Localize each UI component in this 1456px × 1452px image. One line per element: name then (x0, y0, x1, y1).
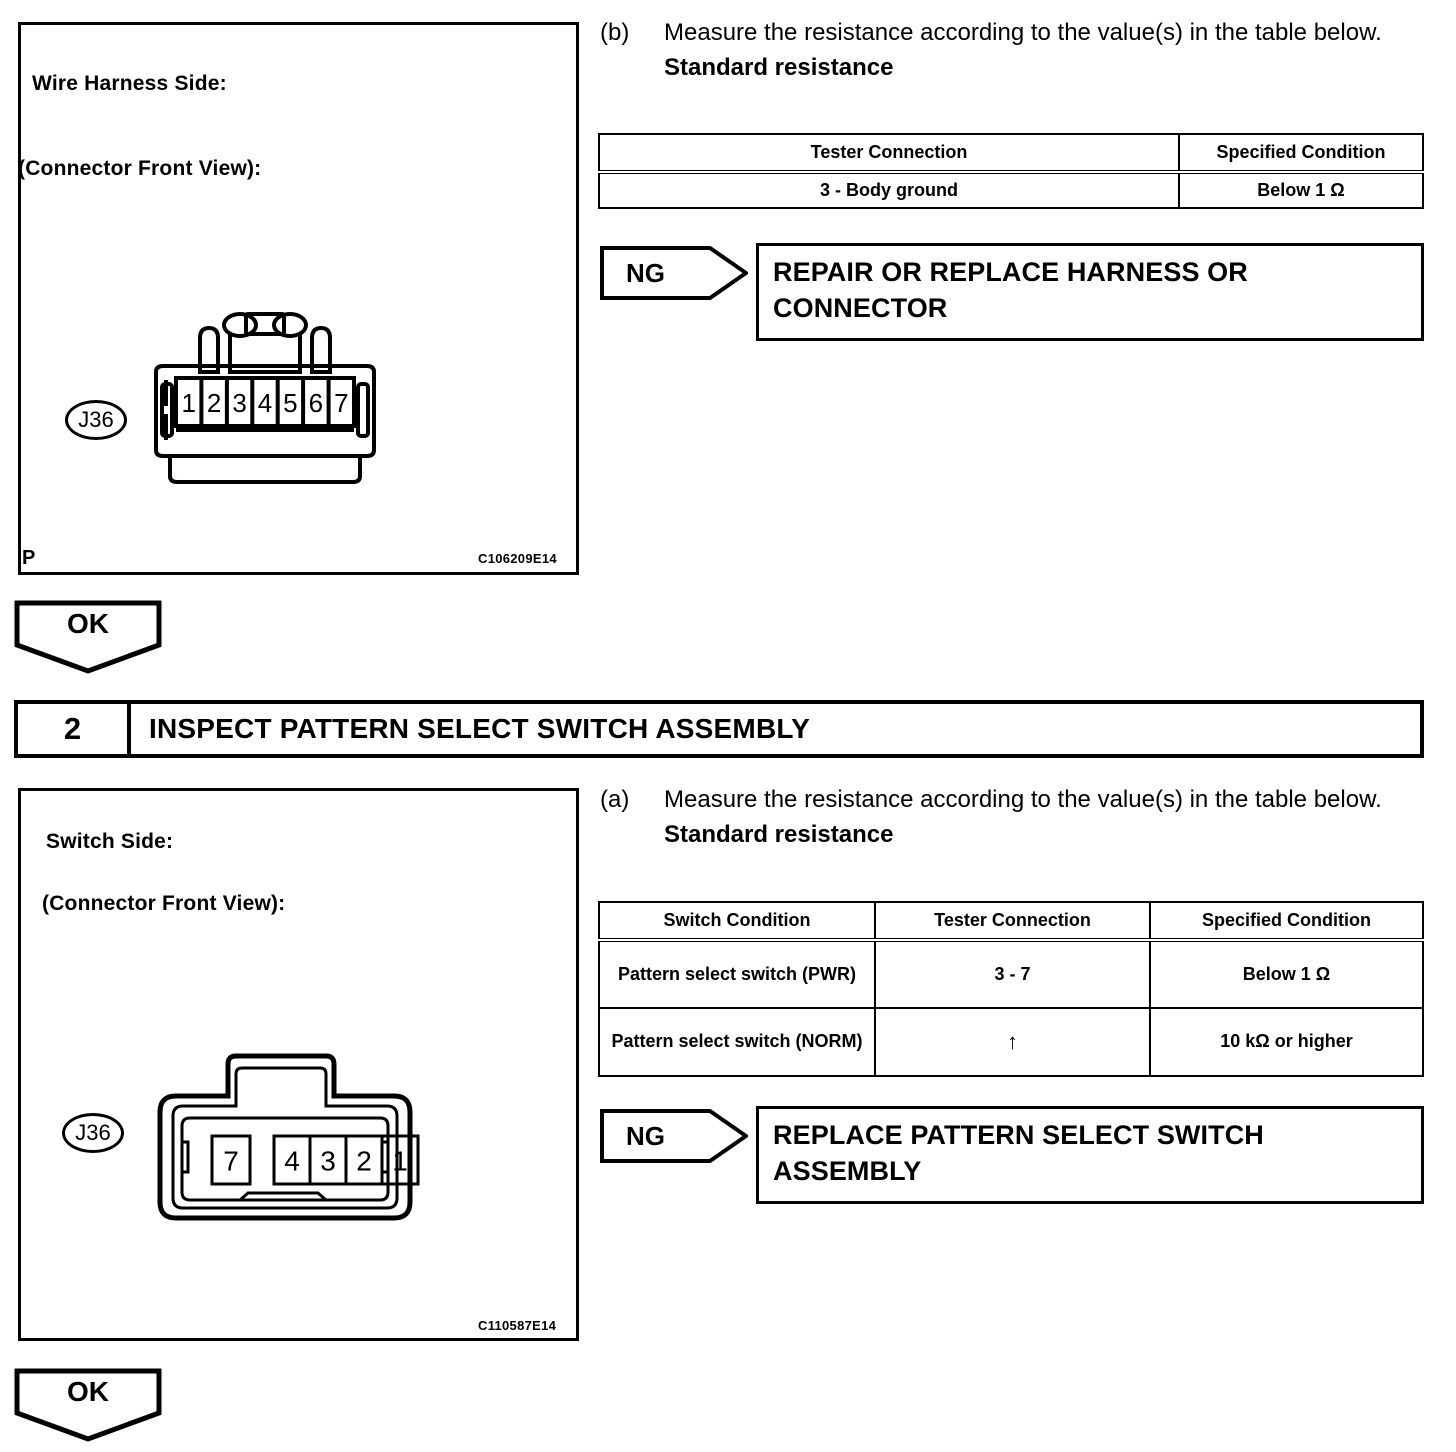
ng-tag-2: NG (600, 1108, 748, 1164)
step-header-bar-2: 2 INSPECT PATTERN SELECT SWITCH ASSEMBLY (14, 700, 1424, 758)
table-cell: Pattern select switch (PWR) (598, 938, 876, 1009)
table-header-cell: Switch Condition (598, 901, 876, 941)
table-header-row-2: Switch Condition Tester Connection Speci… (598, 901, 1424, 941)
connector-diagram-switch-side: 7 4 3 2 1 (157, 1053, 420, 1221)
svg-text:1: 1 (181, 388, 195, 418)
instruction-text-a: Measure the resistance according to the … (664, 786, 1382, 813)
svg-text:3: 3 (320, 1146, 336, 1177)
figure-subtitle-connector-front-view-1: (Connector Front View): (18, 157, 262, 180)
svg-text:7: 7 (223, 1146, 239, 1177)
svg-text:3: 3 (232, 388, 246, 418)
table-header-cell: Tester Connection (874, 901, 1151, 941)
table-row: Pattern select switch (NORM) ↑ 10 kΩ or … (598, 1007, 1424, 1077)
ng-arrow-shape-2 (600, 1109, 748, 1163)
action-box-repair-harness: REPAIR OR REPLACE HARNESS OR CONNECTOR (756, 243, 1424, 341)
table-cell: Below 1 Ω (1149, 938, 1424, 1009)
figure-code-1: C106209E14 (478, 551, 557, 566)
svg-text:4: 4 (258, 388, 272, 418)
figure-title-switch-side: Switch Side: (46, 830, 174, 853)
standard-resistance-label-1: Standard resistance (664, 54, 894, 82)
ok-arrow-shape-1 (14, 600, 162, 674)
svg-text:4: 4 (284, 1146, 300, 1177)
svg-text:2: 2 (207, 388, 221, 418)
connector-id-label-1: J36 (78, 407, 114, 432)
spec-table-2: Switch Condition Tester Connection Speci… (598, 901, 1424, 1077)
table-cell: 3 - 7 (874, 938, 1151, 1009)
svg-text:6: 6 (309, 388, 323, 418)
table-cell: ↑ (874, 1007, 1151, 1077)
instruction-a: (a) Measure the resistance according to … (600, 783, 1420, 851)
figure-code-2: C110587E14 (478, 1318, 557, 1333)
table-header-row-1: Tester Connection Specified Condition (598, 133, 1424, 173)
spec-table-1: Tester Connection Specified Condition 3 … (598, 133, 1424, 210)
connector-id-label-2: J36 (75, 1120, 111, 1145)
table-row: 3 - Body ground Below 1 Ω (598, 169, 1424, 210)
step-number-2: 2 (18, 704, 131, 754)
instruction-text-b: Measure the resistance according to the … (664, 19, 1382, 46)
connector-id-badge-2: J36 (62, 1113, 124, 1153)
ng-arrow-shape-1 (600, 246, 748, 300)
svg-text:2: 2 (356, 1146, 372, 1177)
figure-corner-mark-p: P (22, 547, 36, 569)
figure-subtitle-connector-front-view-2: (Connector Front View): (42, 892, 286, 915)
svg-text:5: 5 (283, 388, 297, 418)
svg-text:7: 7 (334, 388, 348, 418)
svg-text:1: 1 (392, 1146, 408, 1177)
ng-tag-1: NG (600, 245, 748, 301)
connector-id-badge-1: J36 (65, 400, 127, 440)
table-cell: Pattern select switch (NORM) (598, 1007, 876, 1077)
table-row: Pattern select switch (PWR) 3 - 7 Below … (598, 938, 1424, 1009)
action-box-replace-switch: REPLACE PATTERN SELECT SWITCH ASSEMBLY (756, 1106, 1424, 1204)
ok-tag-2: OK (14, 1368, 162, 1442)
table-header-cell: Tester Connection (598, 133, 1180, 173)
ok-label-2: OK (67, 1376, 109, 1407)
ng-label-2: NG (626, 1120, 665, 1151)
figure-title-wire-harness: Wire Harness Side: (32, 72, 227, 95)
ok-arrow-shape-2 (14, 1368, 162, 1442)
table-cell: Below 1 Ω (1178, 169, 1424, 210)
standard-resistance-label-2: Standard resistance (664, 821, 894, 849)
table-header-cell: Specified Condition (1178, 133, 1424, 173)
instruction-marker-a: (a) (600, 786, 630, 813)
step-title-2: INSPECT PATTERN SELECT SWITCH ASSEMBLY (149, 713, 810, 744)
table-cell: 10 kΩ or higher (1149, 1007, 1424, 1077)
connector-diagram-wire-harness: 1 2 3 4 5 6 7 (154, 312, 376, 484)
ng-label-1: NG (626, 257, 665, 288)
ok-label-1: OK (67, 608, 109, 639)
figure-box-switch-side (18, 788, 579, 1341)
table-cell: 3 - Body ground (598, 169, 1180, 210)
instruction-b: (b) Measure the resistance according to … (600, 16, 1420, 84)
instruction-marker-b: (b) (600, 19, 630, 46)
table-header-cell: Specified Condition (1149, 901, 1424, 941)
ok-tag-1: OK (14, 600, 162, 674)
